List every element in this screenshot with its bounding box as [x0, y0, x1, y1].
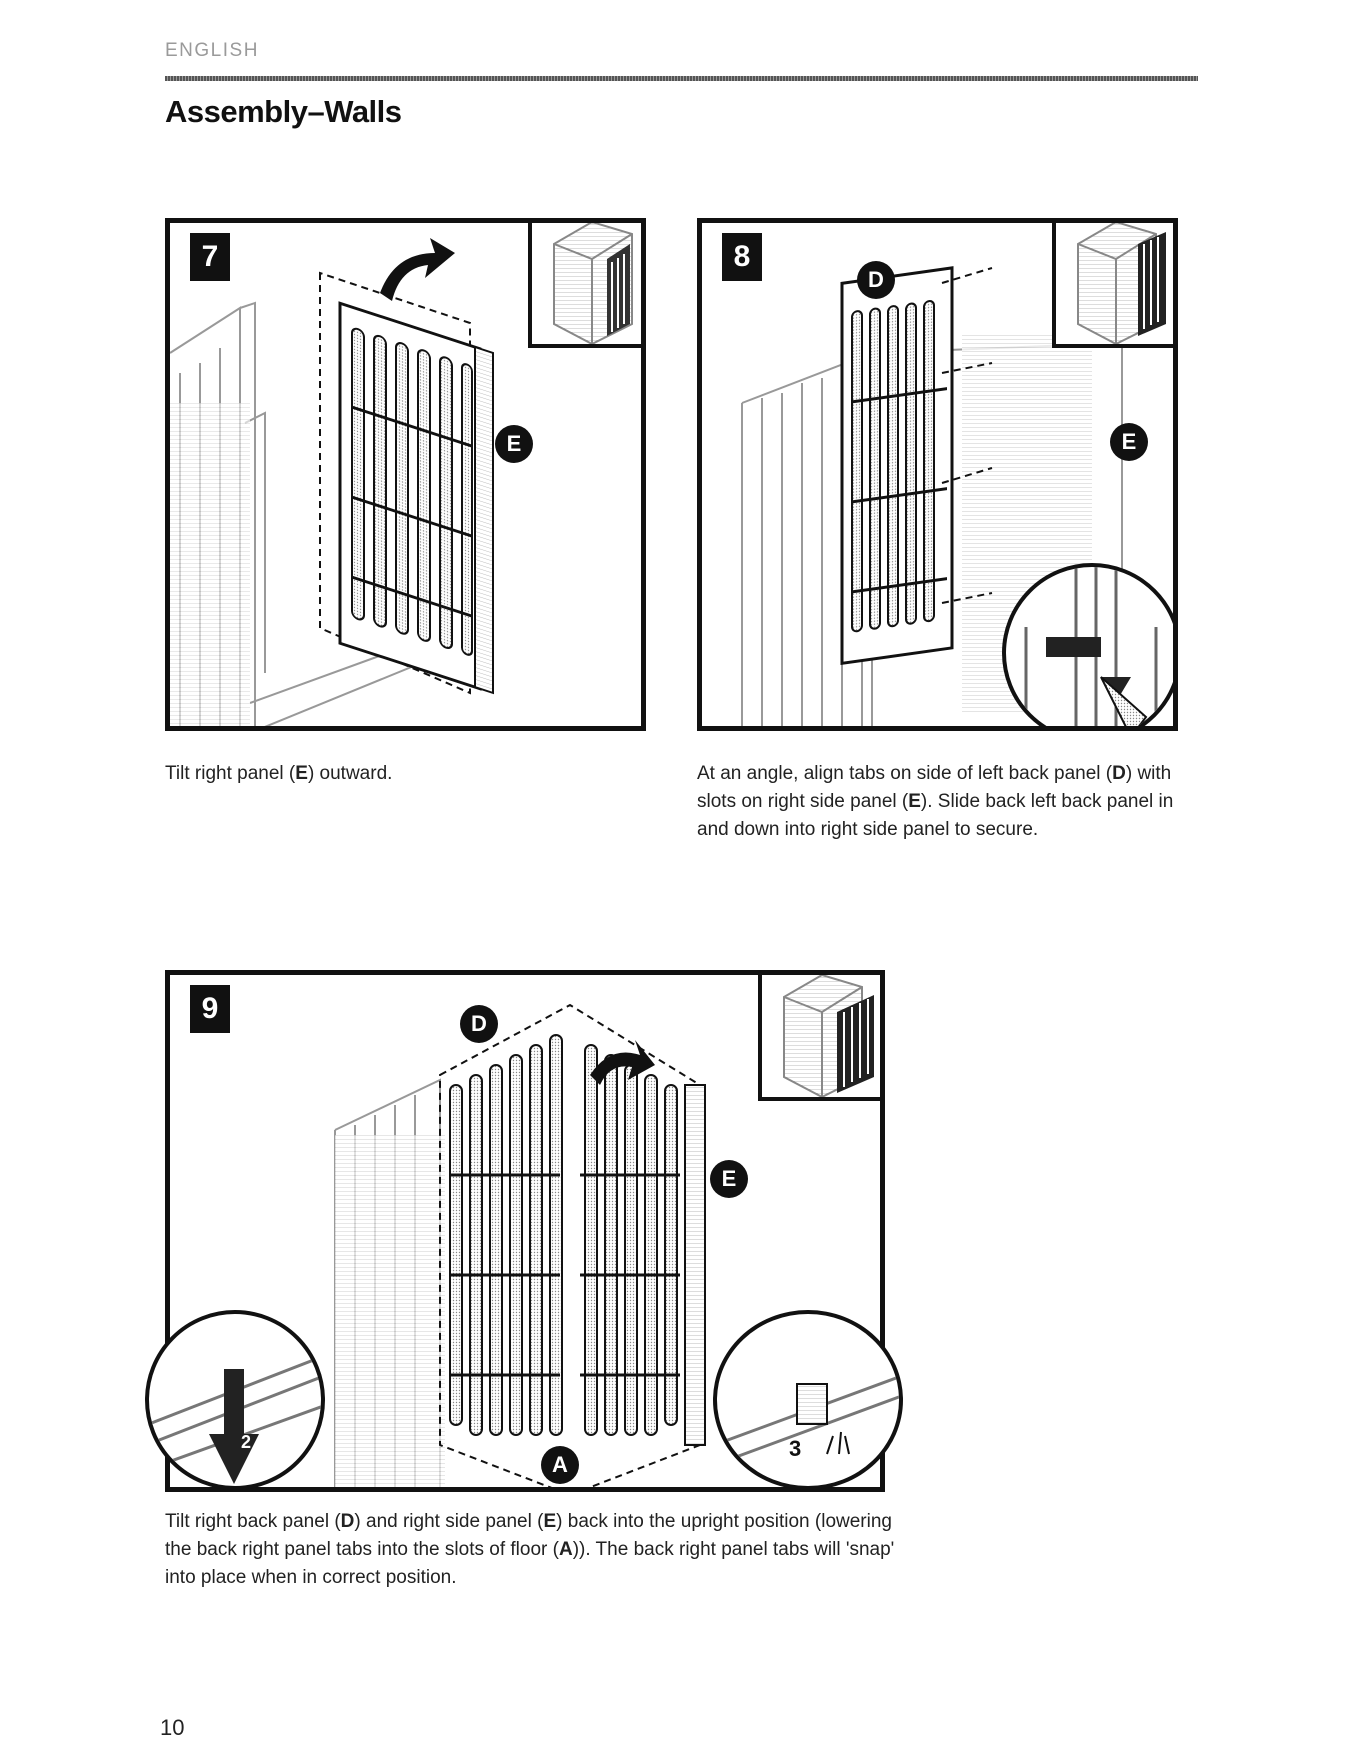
zoom-step-label: 3: [789, 1436, 802, 1461]
page-number: 10: [160, 1715, 185, 1740]
step-8-zoom-detail: [1002, 563, 1173, 726]
step-number-badge: 8: [722, 233, 762, 281]
caption-text: Tilt right panel (: [165, 763, 296, 784]
step-number-badge: 9: [190, 985, 230, 1033]
zoom-step-label: 2: [241, 1432, 252, 1452]
caption-text: Tilt right back panel (: [165, 1511, 341, 1532]
step-9-caption: Tilt right back panel (D) and right side…: [165, 1508, 905, 1592]
caption-text: ). Slide back left back panel in and dow…: [697, 791, 1174, 840]
shed-thumbnail-icon: [1077, 223, 1166, 344]
step-9-drawing: [334, 1003, 706, 1487]
tab-slot-detail-icon: [1024, 567, 1158, 726]
floor-tab-detail-icon: [149, 1355, 321, 1484]
part-reference: D: [340, 1511, 355, 1532]
part-reference: E: [543, 1511, 557, 1532]
shed-thumbnail-icon: [783, 975, 874, 1097]
caption-text: ) with slots on right side panel (: [697, 763, 1172, 812]
caption-text: ) outward.: [307, 763, 393, 784]
step-7-drawing: [170, 238, 494, 726]
step-number-badge: 7: [190, 233, 230, 281]
step-8-shed-thumbnail: [1052, 223, 1173, 348]
step-7-shed-thumbnail: [528, 223, 641, 348]
step-8-drawing: [741, 266, 1123, 726]
step-7-illustration: 7 E: [165, 218, 646, 731]
callout-e: E: [1110, 423, 1148, 461]
caption-text: ) back into the upright position (loweri…: [165, 1511, 892, 1560]
callout-e: E: [495, 425, 533, 463]
language-label: ENGLISH: [165, 40, 259, 61]
snap-detail-icon: [717, 1375, 899, 1466]
step-8-illustration: 8 D E: [697, 218, 1178, 731]
part-reference: A: [558, 1539, 573, 1560]
callout-d: D: [857, 261, 895, 299]
step-8-caption: At an angle, align tabs on side of left …: [697, 760, 1197, 844]
callout-e: E: [710, 1160, 748, 1198]
caption-text: At an angle, align tabs on side of left …: [697, 763, 1113, 784]
callout-a: A: [541, 1446, 579, 1484]
part-reference: D: [1112, 763, 1126, 784]
step-7-caption: Tilt right panel (E) outward.: [165, 760, 645, 788]
part-reference: E: [908, 791, 921, 812]
part-reference: E: [295, 763, 308, 784]
callout-d: D: [460, 1005, 498, 1043]
caption-text: ) and right side panel (: [354, 1511, 544, 1532]
page-title: Assembly–Walls: [165, 94, 402, 129]
header-rule: [165, 76, 1198, 81]
step-9-zoom-left: 2: [145, 1310, 325, 1490]
shed-thumbnail-icon: [553, 223, 633, 344]
caption-text: )). The back right panel tabs will 'snap…: [165, 1539, 895, 1588]
step-9-zoom-right: 3: [713, 1310, 903, 1490]
step-9-shed-thumbnail: [758, 975, 880, 1101]
